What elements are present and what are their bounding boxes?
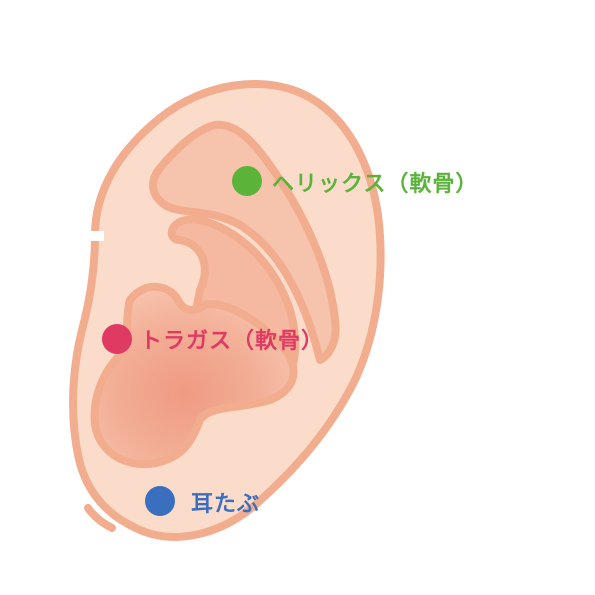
helix-label: ヘリックス（軟骨） <box>272 172 479 197</box>
antihelix-fold <box>149 120 340 364</box>
concha <box>90 282 298 469</box>
tragus-marker <box>102 324 132 354</box>
lobe-label: 耳たぶ <box>191 492 261 517</box>
helix-marker <box>232 166 262 196</box>
lobe-marker <box>145 486 175 516</box>
lobe-rim-gap <box>84 504 116 532</box>
tragus-label: トラガス（軟骨） <box>140 329 325 354</box>
